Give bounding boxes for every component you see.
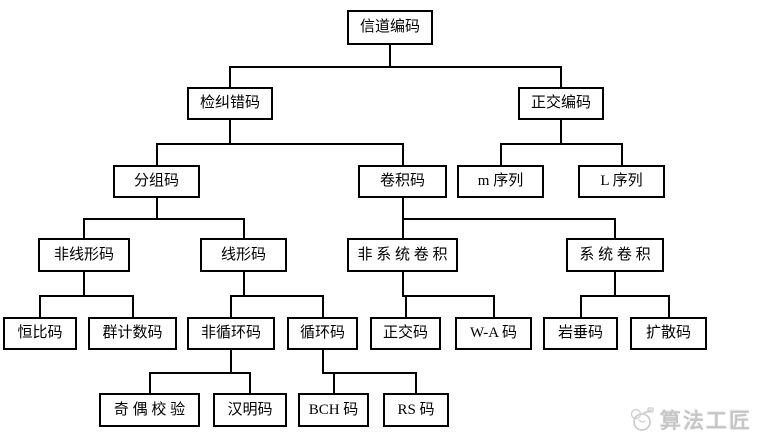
connector-line: [322, 295, 324, 317]
connector-line: [580, 295, 670, 297]
connector-line: [229, 66, 562, 68]
connector-line: [243, 218, 245, 238]
connector-line: [621, 143, 623, 165]
connector-line: [402, 295, 495, 297]
connector-line: [500, 143, 623, 145]
connector-line: [402, 218, 404, 238]
node-convolutional-code: 卷积码: [358, 165, 447, 198]
connector-line: [39, 295, 41, 317]
node-block-code: 分组码: [113, 165, 200, 198]
watermark: 算法工匠: [627, 405, 752, 435]
connector-line: [83, 218, 85, 238]
node-bch-code: BCH 码: [298, 393, 369, 427]
connector-line: [156, 143, 158, 165]
connector-line: [560, 66, 562, 87]
connector-line: [500, 143, 502, 165]
connector-line: [156, 198, 158, 220]
connector-line: [229, 66, 231, 87]
connector-line: [333, 372, 335, 393]
connector-line: [230, 295, 324, 297]
node-systematic-conv: 系 统 卷 积: [566, 238, 664, 272]
connector-line: [560, 120, 562, 145]
connector-line: [389, 45, 391, 68]
connector-line: [230, 295, 232, 317]
connector-line: [402, 198, 404, 220]
connector-line: [132, 295, 134, 317]
node-wa-code: W-A 码: [455, 317, 532, 350]
connector-line: [405, 295, 407, 317]
connector-line: [230, 350, 232, 374]
node-noncyclic-code: 非循环码: [187, 317, 275, 350]
connector-line: [493, 295, 495, 317]
node-cyclic-code: 循环码: [287, 317, 358, 350]
connector-line: [415, 372, 417, 393]
connector-line: [149, 372, 151, 393]
node-linear-code: 线形码: [200, 238, 287, 272]
connector-line: [668, 295, 670, 317]
connector-line: [402, 272, 404, 297]
node-l-sequence: L 序列: [578, 165, 665, 198]
connector-line: [322, 350, 324, 374]
node-diffusion-code: 扩散码: [630, 317, 707, 350]
craftsman-logo-icon: [627, 406, 655, 434]
node-group-count-code: 群计数码: [88, 317, 177, 350]
node-channel-coding: 信道编码: [347, 10, 433, 45]
node-orthogonal-code: 正交码: [370, 317, 441, 350]
node-m-sequence: m 序列: [457, 165, 544, 198]
connector-line: [156, 143, 404, 145]
node-error-detect-correct: 检纠错码: [187, 87, 273, 120]
node-iwadare-code: 岩垂码: [543, 317, 618, 350]
node-hamming-code: 汉明码: [213, 393, 287, 427]
node-rs-code: RS 码: [383, 393, 449, 427]
watermark-text: 算法工匠: [660, 410, 752, 433]
connector-line: [149, 372, 251, 374]
connector-line: [249, 372, 251, 393]
connector-line: [614, 272, 616, 297]
connector-line: [580, 295, 582, 317]
node-orthogonal-coding: 正交编码: [518, 87, 604, 120]
connector-line: [39, 295, 134, 297]
connector-line: [402, 218, 616, 220]
node-parity-check: 奇 偶 校 验: [99, 393, 200, 427]
node-nonsystematic-conv: 非 系 统 卷 积: [347, 238, 458, 272]
connector-line: [322, 372, 417, 374]
connector-line: [614, 218, 616, 238]
connector-line: [229, 120, 231, 145]
node-nonlinear-code: 非线形码: [38, 238, 130, 272]
connector-line: [83, 272, 85, 297]
connector-line: [243, 272, 245, 297]
node-constant-ratio-code: 恒比码: [3, 317, 77, 350]
connector-line: [83, 218, 245, 220]
connector-line: [402, 143, 404, 165]
